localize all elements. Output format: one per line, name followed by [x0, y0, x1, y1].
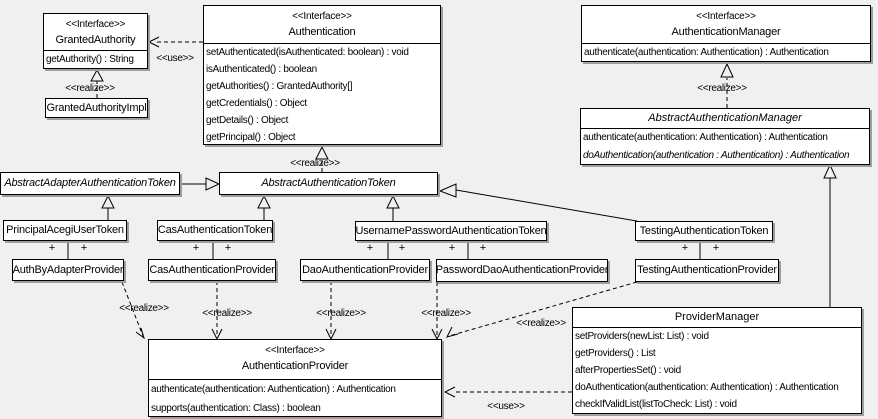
multiplicity-plus: + [81, 242, 87, 254]
stereotype: <<Interface>> [265, 345, 325, 356]
class-name: GrantedAuthorityImpl [46, 101, 147, 114]
realize-label: <<realize>> [697, 83, 747, 94]
open-arrow-icon [135, 327, 145, 340]
class-provider-manager: ProviderManager setProviders(newList: Li… [572, 307, 862, 414]
stereotype: <<Interface>> [65, 19, 126, 30]
realize-label: <<realize>> [516, 318, 566, 329]
realize-label: <<realize>> [65, 83, 115, 94]
class-password-dao-authentication-provider: PasswordDaoAuthenticationProvider [436, 259, 608, 282]
stereotype: <<Interface>> [696, 11, 756, 22]
class-dao-authentication-provider: DaoAuthenticationProvider [300, 259, 430, 281]
class-name: Authentication [288, 26, 356, 38]
realize-label: <<realize>> [119, 303, 169, 314]
class-name: PrincipalAcegiUserToken [6, 224, 124, 236]
realize-label: <<realize>> [316, 308, 366, 319]
method: supports(authentication: Class) : boolea… [151, 403, 321, 414]
multiplicity-plus: + [682, 242, 688, 254]
class-auth-by-adapter-provider: AuthByAdapterProvider [12, 259, 124, 281]
use-label: <<use>> [487, 401, 525, 412]
class-granted-authority: <<Interface>> GrantedAuthority getAuthor… [43, 13, 148, 69]
class-name: AbstractAuthenticationToken [261, 177, 396, 189]
realize-line-authbyadapter [121, 281, 144, 337]
stereotype: <<Interface>> [292, 11, 352, 22]
method: getAuthorities() : GrantedAuthority[] [206, 81, 353, 92]
method: authenticate(authentication: Authenticat… [583, 132, 828, 143]
realize-label: <<realize>> [290, 158, 340, 169]
realize-label: <<realize>> [202, 308, 252, 319]
use-label: <<use>> [156, 53, 194, 64]
class-name: UsernamePasswordAuthenticationToken [355, 224, 547, 237]
generalization-arrow-icon [823, 163, 837, 179]
multiplicity-plus: + [399, 242, 405, 254]
class-testing-authentication-token: TestingAuthenticationToken [635, 221, 773, 241]
class-abstract-authentication-manager: AbstractAuthenticationManager authentica… [580, 108, 870, 165]
method: doAuthentication(authentication: Authent… [575, 382, 839, 393]
realize-line-testingprovider [448, 281, 638, 337]
realize-label: <<realize>> [421, 308, 471, 319]
class-cas-authentication-token: CasAuthenticationToken [157, 220, 273, 241]
method: getCredentials() : Object [206, 98, 307, 109]
class-abstract-authentication-token: AbstractAuthenticationToken [219, 172, 438, 195]
class-name: AbstractAuthenticationManager [648, 112, 802, 124]
multiplicity-plus: + [367, 242, 373, 254]
method: doAuthentication(authentication : Authen… [583, 150, 850, 161]
class-name: DaoAuthenticationProvider [302, 263, 428, 276]
multiplicity-plus: + [480, 242, 486, 254]
class-name: GrantedAuthority [55, 34, 136, 46]
method: checkIfValidList(listToCheck: List) : vo… [575, 399, 737, 410]
generalization-arrow-icon [438, 183, 457, 198]
class-testing-authentication-provider: TestingAuthenticationProvider [635, 259, 779, 282]
class-name: AuthenticationManager [671, 26, 781, 38]
method: isAuthenticated() : boolean [206, 64, 317, 75]
multiplicity-plus: + [193, 242, 199, 254]
class-name: CasAuthenticationToken [157, 224, 273, 236]
method: authenticate(authentication: Authenticat… [151, 384, 396, 395]
class-principal-acegi-user-token: PrincipalAcegiUserToken [3, 220, 127, 241]
method: getDetails() : Object [206, 115, 289, 126]
open-arrow-icon [446, 326, 459, 338]
class-name: AuthenticationProvider [241, 360, 349, 372]
generalization-arrow-icon [257, 194, 271, 209]
class-name: TestingAuthenticationToken [639, 224, 769, 237]
generalization-arrow-icon [205, 177, 221, 191]
class-name: AbstractAdapterAuthenticationToken [4, 177, 176, 189]
class-cas-authentication-provider: CasAuthenticationProvider [148, 259, 276, 281]
generalization-arrow-icon [101, 194, 115, 209]
method: setAuthenticated(isAuthenticated: boolea… [206, 47, 409, 58]
method: authenticate(authentication: Authenticat… [584, 47, 829, 58]
realize-arrow-icon [315, 145, 329, 160]
method: afterPropertiesSet() : void [575, 365, 681, 376]
method: getProviders() : List [575, 348, 656, 359]
class-name: PasswordDaoAuthenticationProvider [436, 264, 608, 276]
class-authentication: <<Interface>> Authentication setAuthenti… [203, 5, 441, 145]
realize-arrow-icon [90, 68, 104, 82]
class-authentication-provider: <<Interface>> AuthenticationProvider aut… [148, 339, 442, 417]
multiplicity-plus: + [449, 242, 455, 254]
class-granted-authority-impl: GrantedAuthorityImpl [45, 98, 148, 118]
multiplicity-plus: + [49, 242, 55, 254]
open-arrow-icon [147, 36, 160, 48]
class-name: CasAuthenticationProvider [149, 263, 275, 276]
class-name: TestingAuthenticationProvider [637, 264, 777, 276]
class-abstract-adapter-authentication-token: AbstractAdapterAuthenticationToken [0, 172, 180, 195]
class-username-password-authentication-token: UsernamePasswordAuthenticationToken [355, 221, 547, 241]
class-name: ProviderManager [674, 311, 760, 323]
open-arrow-icon [443, 386, 456, 398]
realize-arrow-icon [720, 62, 734, 78]
multiplicity-plus: + [225, 242, 231, 254]
generalization-line-testing-token [455, 189, 638, 222]
method: getAuthority() : String [46, 54, 134, 65]
method: setProviders(newList: List) : void [575, 331, 709, 342]
class-authentication-manager: <<Interface>> AuthenticationManager auth… [581, 5, 871, 62]
multiplicity-plus: + [713, 242, 719, 254]
generalization-arrow-icon [386, 194, 400, 209]
method: getPrincipal() : Object [206, 132, 296, 143]
class-name: AuthByAdapterProvider [12, 263, 124, 276]
